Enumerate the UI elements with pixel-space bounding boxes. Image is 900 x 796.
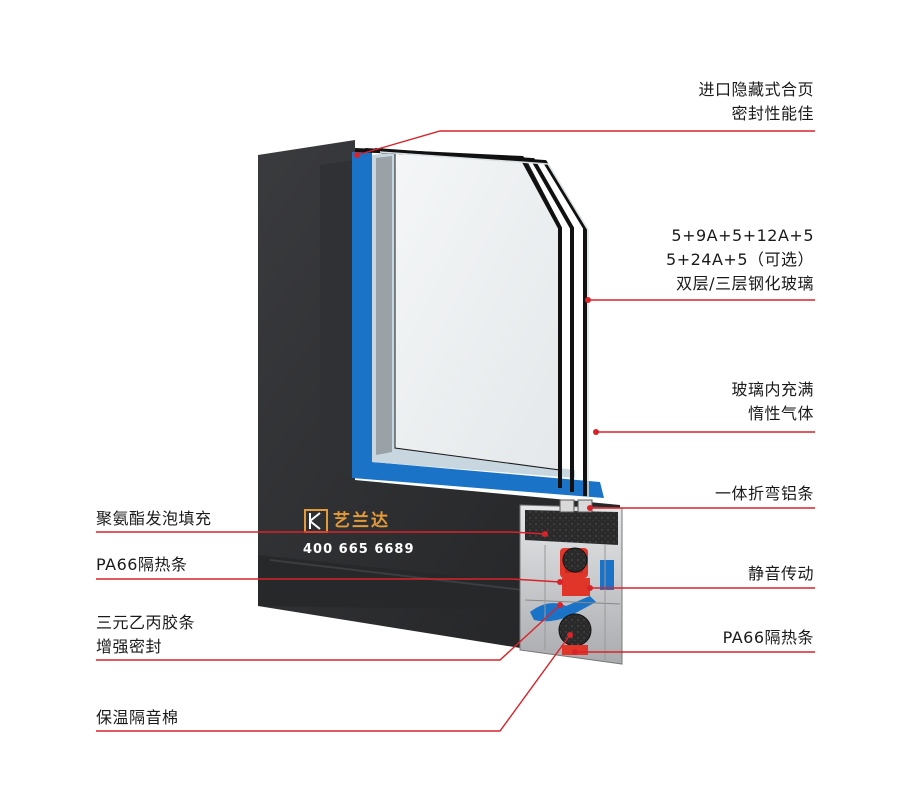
callout-aluminum-strip: 一体折弯铝条	[715, 482, 814, 506]
callout-lines	[96, 130, 815, 732]
callout-dots	[354, 152, 599, 655]
callout-glass-line2: 5+24A+5（可选）	[666, 250, 814, 269]
blue-gasket	[352, 150, 604, 498]
callout-pa66-right: PA66隔热条	[723, 626, 814, 650]
frame-bottom-face	[258, 555, 540, 610]
brand-phone: 400 665 6689	[303, 542, 415, 557]
callout-epdm-line1: 三元乙丙胶条	[96, 613, 196, 632]
callout-glass-line3: 双层/三层钢化玻璃	[676, 274, 814, 293]
callout-insulation: 保温隔音棉	[96, 706, 179, 730]
callout-insulation-line1: 保温隔音棉	[96, 708, 179, 727]
glass-pane-inner	[372, 152, 575, 478]
sash-face	[320, 160, 355, 478]
glass-spacer-strip	[376, 156, 392, 455]
callout-epdm: 三元乙丙胶条 增强密封	[96, 611, 195, 659]
callout-pa66-left: PA66隔热条	[96, 553, 187, 577]
foam-roll-lower	[558, 613, 592, 647]
callout-pa66-left-line1: PA66隔热条	[96, 555, 188, 574]
callout-epdm-line2: 增强密封	[96, 637, 163, 656]
callout-glass: 5+9A+5+12A+5 5+24A+5（可选） 双层/三层钢化玻璃	[666, 224, 814, 296]
callout-gas-line1: 玻璃内充满	[731, 380, 814, 399]
callout-drive-line1: 静音传动	[747, 564, 814, 583]
callout-hinge-line2: 密封性能佳	[731, 104, 814, 123]
glass-pane-main	[394, 151, 561, 471]
callout-inert-gas: 玻璃内充满 惰性气体	[731, 378, 814, 426]
callout-pu-foam: 聚氨酯发泡填充	[96, 507, 212, 531]
profile-cross-section	[519, 499, 623, 665]
glass-edge-3	[374, 148, 587, 496]
brand-name: 艺兰达	[333, 511, 390, 531]
gear-drive	[562, 578, 590, 596]
callout-foam-line1: 聚氨酯发泡填充	[96, 509, 212, 528]
callout-pa66-right-line1: PA66隔热条	[722, 628, 814, 647]
callout-aluminum-line1: 一体折弯铝条	[714, 484, 814, 503]
callout-glass-line1: 5+9A+5+12A+5	[671, 226, 814, 245]
callout-gas-line2: 惰性气体	[747, 404, 814, 423]
foam-roll-upper	[562, 547, 588, 573]
callout-hinge-line1: 进口隐藏式合页	[698, 80, 814, 99]
callout-silent-drive: 静音传动	[748, 562, 814, 586]
callout-hinge: 进口隐藏式合页 密封性能佳	[698, 78, 814, 126]
pu-foam-chamber	[525, 510, 618, 545]
